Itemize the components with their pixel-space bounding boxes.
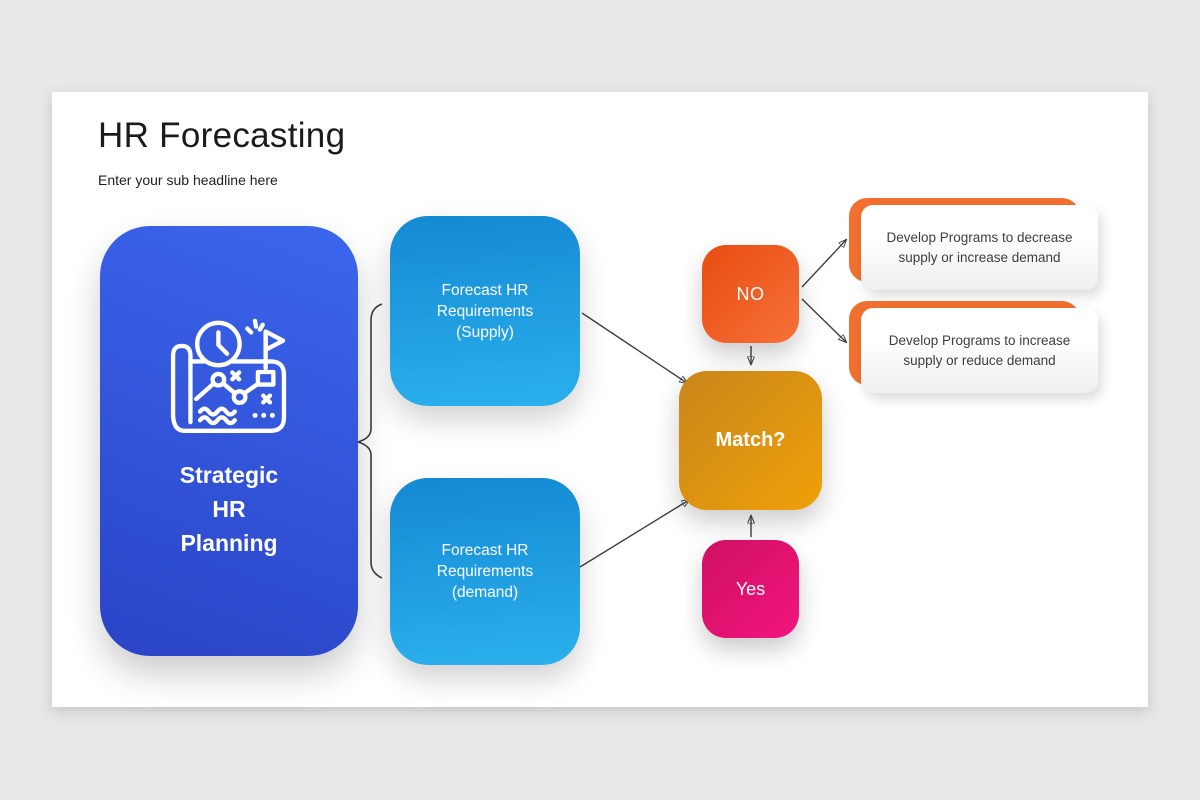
no-label: NO — [736, 283, 765, 304]
strategy-map-icon — [162, 318, 297, 458]
forecast-supply-node: Forecast HR Requirements (Supply) — [390, 216, 580, 406]
no-node: NO — [702, 245, 799, 343]
match-label: Match? — [715, 429, 786, 451]
match-node: Match? — [679, 371, 822, 510]
outcome-card-decrease-supply: Develop Programs to decrease supply or i… — [849, 198, 1098, 290]
presentation-slide: HR Forecasting Enter your sub headline h… — [52, 92, 1148, 707]
outcome-card-text: Develop Programs to increase supply or r… — [861, 308, 1098, 393]
forecast-demand-label: Forecast HR Requirements (demand) — [436, 542, 534, 601]
outcome-card-text: Develop Programs to decrease supply or i… — [861, 205, 1098, 290]
arrow-supply-to-match — [581, 312, 687, 383]
yes-label: Yes — [735, 578, 766, 599]
page-subtitle: Enter your sub headline here — [98, 172, 278, 188]
strategic-hr-planning-label: Strategic HR Planning — [179, 462, 279, 556]
arrow-no-to-outcome-2 — [801, 298, 846, 342]
strategic-hr-planning-node: Strategic HR Planning — [100, 226, 358, 656]
forecast-supply-label: Forecast HR Requirements (Supply) — [436, 281, 534, 341]
forecast-demand-node: Forecast HR Requirements (demand) — [390, 478, 580, 665]
arrow-no-to-outcome-1 — [801, 240, 846, 288]
yes-node: Yes — [702, 540, 799, 638]
outcome-card-increase-supply: Develop Programs to increase supply or r… — [849, 301, 1098, 393]
page-title: HR Forecasting — [98, 116, 346, 155]
arrow-demand-to-match — [579, 500, 689, 568]
brace-connector — [355, 303, 383, 579]
